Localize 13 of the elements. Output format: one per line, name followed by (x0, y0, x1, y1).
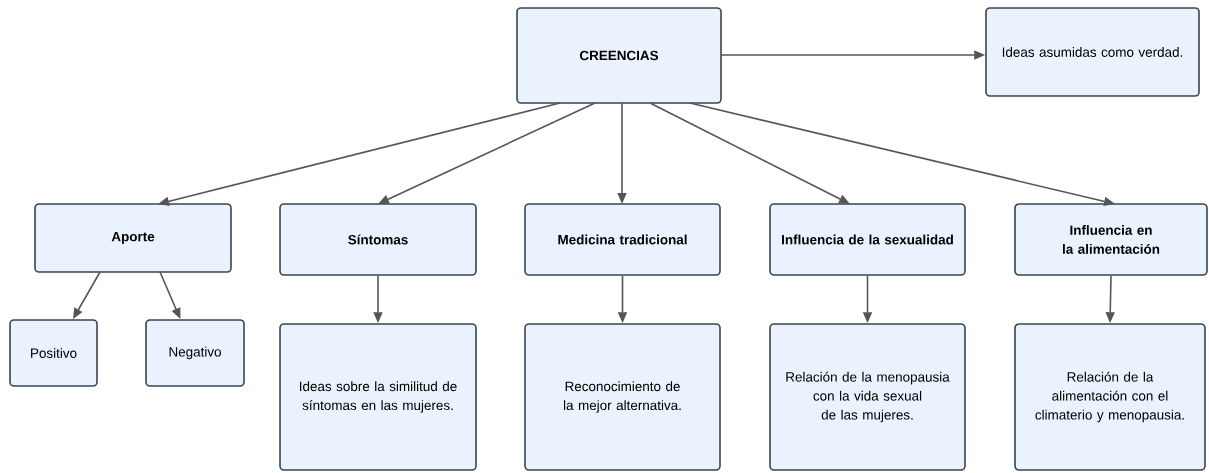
description-box: Relación de la alimentación con el climaterio y menopausia. (1014, 323, 1206, 471)
category-box: Influencia en la alimentación (1014, 203, 1208, 276)
description-box: Relación de la menopausia con la vida sexual de las mujeres. (769, 323, 966, 471)
title-box: CREENCIAS (516, 7, 722, 104)
category-box: Síntomas (279, 203, 477, 276)
item-box: Negativo (145, 319, 245, 387)
category-box: Medicina tradicional (524, 203, 721, 276)
description-box: Ideas sobre la similitud de síntomas en las mujeres. (279, 323, 477, 471)
item-box: Positivo (9, 319, 98, 387)
category-box: Aporte (34, 203, 232, 273)
description-box: Reconocimiento de la mejor alternativa. (524, 323, 721, 471)
category-box: Influencia de la sexualidad (769, 203, 966, 276)
note-box: Ideas asumidas como verdad. (985, 7, 1200, 97)
